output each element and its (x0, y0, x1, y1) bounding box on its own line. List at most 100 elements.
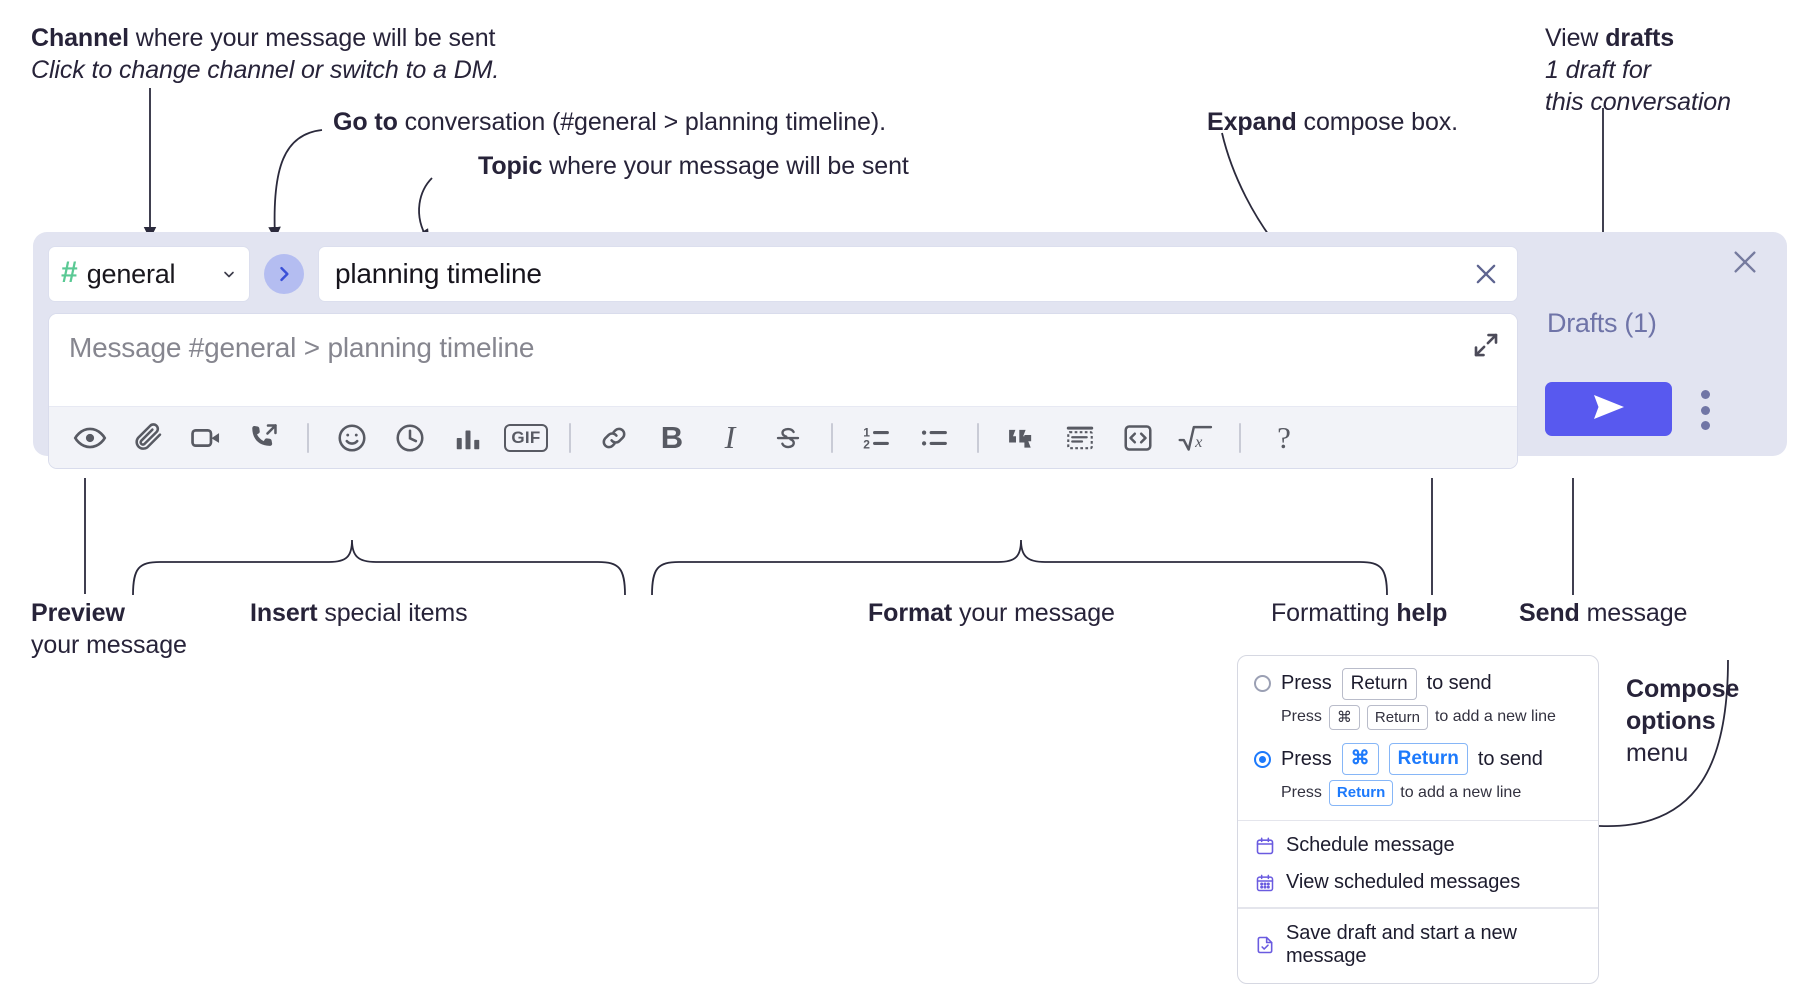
annotation-send: Send message (1519, 597, 1687, 629)
annotation-compose-options-l2: options (1626, 707, 1716, 735)
option1-sub-suffix: to add a new line (1434, 708, 1556, 726)
bar-chart-icon[interactable] (439, 415, 497, 461)
option2-sub-suffix: to add a new line (1400, 783, 1522, 801)
menu-item-view-scheduled-messages[interactable]: View scheduled messages (1238, 864, 1598, 901)
compose-header-row: # general planning timeline (48, 246, 1518, 302)
menu-item-label: Save draft and start a new message (1286, 921, 1517, 967)
option1-key-return: Return (1341, 668, 1417, 700)
annotation-help: Formatting help (1271, 597, 1447, 629)
annotation-drafts: View drafts 1 draft for this conversatio… (1545, 22, 1731, 118)
clock-icon[interactable] (381, 415, 439, 461)
chevron-down-icon (221, 266, 237, 282)
annotation-compose-options: Compose options menu (1626, 673, 1739, 769)
help-label: ? (1277, 419, 1291, 455)
more-options-icon[interactable] (1693, 390, 1717, 430)
annotation-insert: Insert special items (250, 597, 468, 629)
annotation-drafts-bold: drafts (1605, 24, 1675, 52)
chevron-right-icon (274, 264, 294, 284)
channel-selector[interactable]: # general (48, 246, 250, 302)
video-camera-icon[interactable] (177, 415, 235, 461)
ordered-list-icon[interactable]: 1 2 (847, 415, 905, 461)
preview-icon[interactable] (61, 415, 119, 461)
popup-divider (1238, 819, 1598, 822)
italic-icon[interactable]: I (701, 415, 759, 461)
code-inline-icon[interactable] (1109, 415, 1167, 461)
annotation-topic: Topic where your message will be sent (478, 150, 909, 182)
option1-sub-key-cmd: ⌘ (1328, 704, 1360, 731)
annotation-insert-bold: Insert (250, 599, 318, 627)
menu-item-schedule-message[interactable]: Schedule message (1238, 827, 1598, 864)
draft-section: Save draft and start a new message (1238, 909, 1598, 983)
channel-name-label: general (86, 258, 176, 289)
save-draft-icon (1254, 934, 1275, 955)
annotation-expand-rest: compose box. (1296, 108, 1459, 136)
topic-input[interactable]: planning timeline (318, 246, 1518, 302)
link-icon[interactable] (585, 415, 643, 461)
compose-panel: # general planning timeline (33, 232, 1787, 469)
annotation-channel-bold: Channel (31, 24, 129, 52)
annotation-help-bold: help (1396, 599, 1448, 627)
option2-press-label: Press (1281, 747, 1332, 770)
annotation-goto-rest: conversation (#general > planning timeli… (397, 108, 886, 136)
toolbar-separator (569, 422, 571, 453)
option2-key-cmd: ⌘ (1341, 743, 1379, 775)
option-press-return-to-send[interactable]: Press Return to send (1238, 667, 1598, 700)
annotation-format-rest: your message (952, 599, 1115, 627)
italic-label: I (724, 419, 736, 455)
close-icon[interactable] (1471, 259, 1501, 289)
menu-item-label: Schedule message (1286, 834, 1455, 857)
annotation-goto-bold: Go to (333, 108, 398, 136)
close-icon[interactable] (1729, 246, 1761, 278)
annotation-format: Format your message (868, 597, 1115, 629)
annotation-preview-bold: Preview (31, 599, 125, 627)
annotation-format-bold: Format (868, 599, 953, 627)
annotation-preview: Preview your message (31, 597, 187, 661)
message-placeholder: Message #general > planning timeline (69, 332, 535, 363)
schedule-section: Schedule message View scheduled messages (1238, 821, 1598, 907)
message-input[interactable]: Message #general > planning timeline (49, 314, 1517, 406)
option-press-cmd-return-to-send[interactable]: Press ⌘ Return to send (1238, 742, 1598, 775)
kebab-dot (1700, 421, 1710, 430)
bulleted-list-icon[interactable] (905, 415, 963, 461)
blockquote-icon[interactable] (993, 415, 1051, 461)
goto-conversation-button[interactable] (264, 254, 304, 294)
drafts-link[interactable]: Drafts (1) (1547, 308, 1657, 338)
code-block-icon[interactable] (1051, 415, 1109, 461)
radio-unselected-icon[interactable] (1254, 675, 1271, 693)
annotation-topic-rest: where your message will be sent (542, 152, 909, 180)
option1-suffix: to send (1426, 672, 1492, 695)
annotation-goto: Go to conversation (#general > planning … (333, 106, 886, 138)
annotation-drafts-sub1: 1 draft for (1545, 56, 1651, 84)
expand-icon[interactable] (1471, 330, 1501, 360)
popup-divider (1238, 907, 1598, 909)
option2-suffix: to send (1477, 747, 1543, 770)
annotation-insert-rest: special items (317, 599, 468, 627)
menu-item-save-draft[interactable]: Save draft and start a new message (1238, 915, 1598, 975)
send-paper-plane-icon (1586, 390, 1632, 429)
strikethrough-icon[interactable] (759, 415, 817, 461)
calendar-grid-icon (1254, 872, 1275, 893)
attachment-icon[interactable] (119, 415, 177, 461)
annotation-preview-sub: your message (31, 631, 187, 659)
annotation-channel: Channel where your message will be sent … (31, 22, 499, 86)
option1-press-label: Press (1281, 672, 1332, 695)
compose-options-popup: Press Return to send Press ⌘ Return to a… (1237, 655, 1599, 984)
bold-icon[interactable]: B (643, 415, 701, 461)
message-compose-box: Message #general > planning timeline (48, 313, 1518, 469)
gif-label: GIF (504, 423, 548, 452)
help-icon[interactable]: ? (1255, 415, 1313, 461)
math-icon[interactable]: x (1167, 415, 1225, 461)
annotation-compose-options-l3: menu (1626, 739, 1689, 767)
send-button[interactable] (1545, 382, 1672, 436)
emoji-icon[interactable] (323, 415, 381, 461)
phone-forward-icon[interactable] (235, 415, 293, 461)
annotation-help-plain: Formatting (1271, 599, 1397, 627)
option1-sub-press: Press (1281, 708, 1322, 726)
compose-right-column: Drafts (1) (1533, 232, 1787, 456)
annotation-compose-options-l1: Compose (1626, 675, 1740, 703)
gif-icon[interactable]: GIF (497, 415, 555, 461)
annotation-drafts-plain: View (1545, 24, 1606, 52)
annotation-topic-bold: Topic (478, 152, 543, 180)
toolbar-separator (1239, 422, 1241, 453)
radio-selected-icon[interactable] (1254, 750, 1271, 768)
